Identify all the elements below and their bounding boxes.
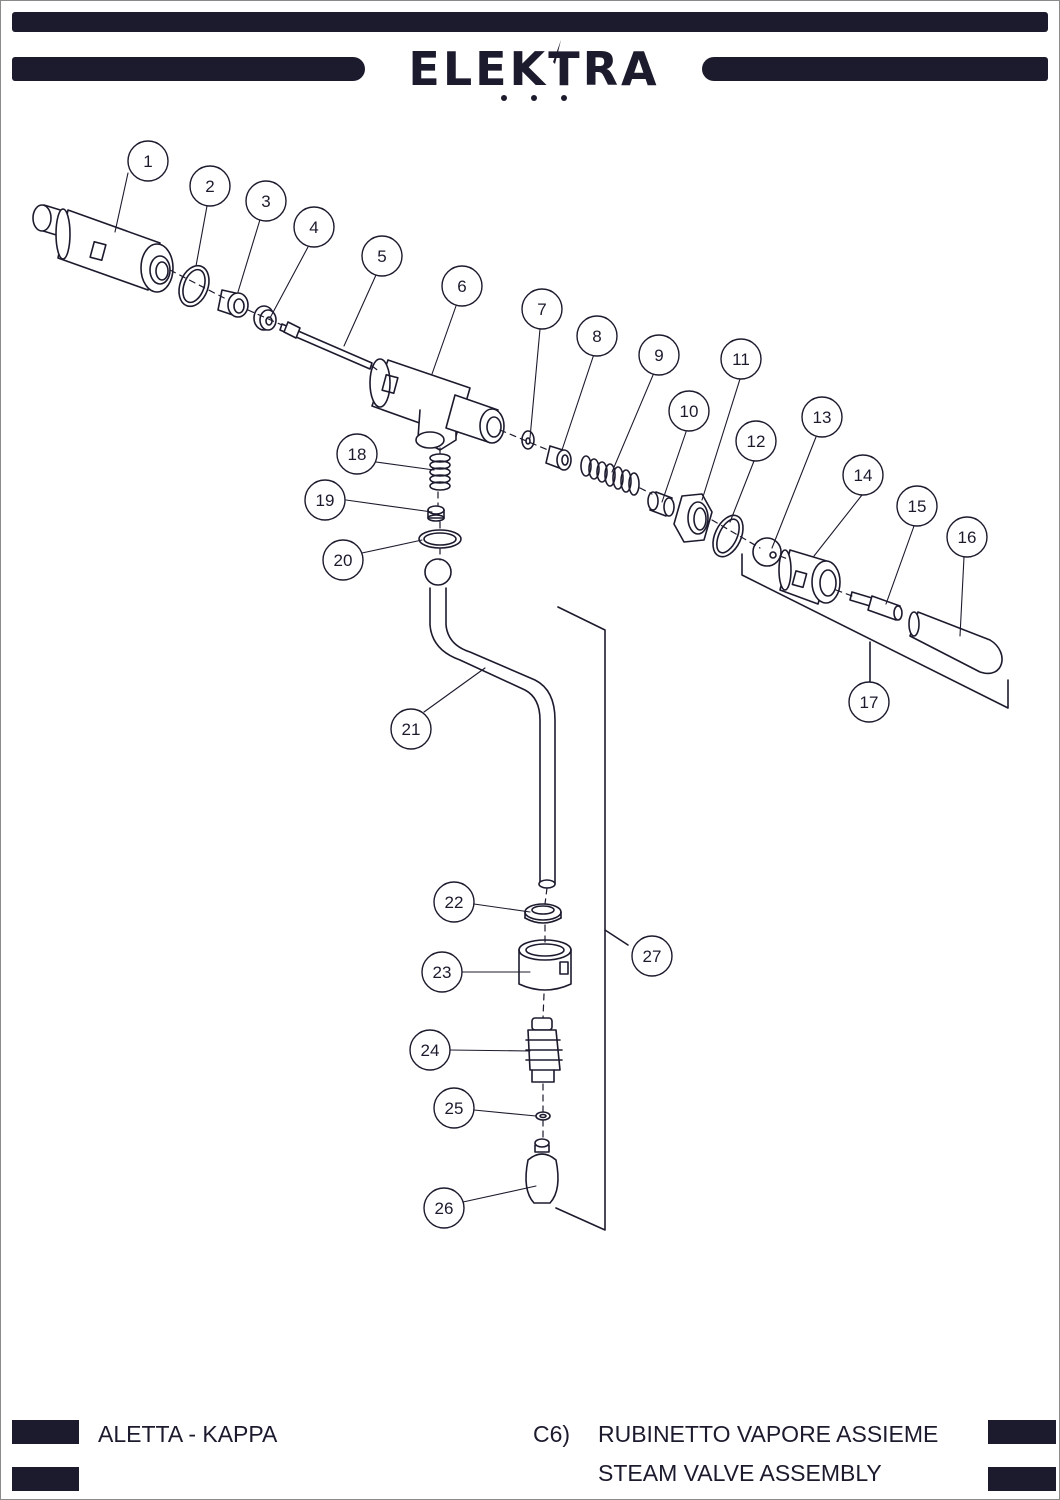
- callout-label-26: 26: [435, 1199, 454, 1218]
- callout-circle-5: [361, 235, 403, 277]
- callout-circle-21: [390, 708, 432, 750]
- callout-circle-2: [189, 165, 231, 207]
- callout-label-14: 14: [854, 466, 873, 485]
- callout-label-21: 21: [402, 720, 421, 739]
- callout-label-20: 20: [334, 551, 353, 570]
- callout-label-4: 4: [309, 218, 318, 237]
- callout-circle-17: [848, 681, 890, 723]
- title-english: STEAM VALVE ASSEMBLY: [598, 1460, 882, 1486]
- footer-right-bar-top: [988, 1420, 1056, 1444]
- part-18-spring: [429, 453, 451, 491]
- callout-label-11: 11: [732, 350, 750, 369]
- brand-logo: ELEKTRA: [383, 40, 685, 110]
- callout-label-7: 7: [537, 300, 546, 319]
- callout-label-3: 3: [261, 192, 270, 211]
- callout-label-22: 22: [445, 893, 464, 912]
- callout-label-25: 25: [445, 1099, 464, 1118]
- callout-circle-22: [433, 881, 475, 923]
- title-italian: RUBINETTO VAPORE ASSIEME: [598, 1421, 939, 1447]
- callout-circle-12: [735, 420, 777, 462]
- section-code: C6): [533, 1421, 571, 1447]
- footer-left-bar-bottom: [12, 1467, 79, 1491]
- callout-label-19: 19: [316, 491, 335, 510]
- callout-circle-14: [842, 454, 884, 496]
- callout-circle-7: [521, 288, 563, 330]
- callout-label-27: 27: [643, 947, 662, 966]
- footer-right-bar-bottom: [988, 1467, 1056, 1491]
- part-6-valve-body: [369, 358, 505, 451]
- header-top-bar: [12, 12, 1048, 32]
- callout-circle-4: [293, 206, 335, 248]
- callout-circle-10: [668, 390, 710, 432]
- callout-label-1: 1: [143, 152, 152, 171]
- callout-circle-13: [801, 396, 843, 438]
- footer-left-bar-top: [12, 1420, 79, 1444]
- callout-label-9: 9: [654, 346, 663, 365]
- callout-circle-3: [245, 180, 287, 222]
- callout-label-13: 13: [813, 408, 832, 427]
- callout-circle-26: [423, 1187, 465, 1229]
- callout-circle-27: [631, 935, 673, 977]
- callout-label-8: 8: [592, 327, 601, 346]
- callout-circle-18: [336, 433, 378, 475]
- callout-circle-9: [638, 334, 680, 376]
- part-1-body: [32, 204, 174, 293]
- callout-circle-1: [127, 140, 169, 182]
- callout-label-23: 23: [433, 963, 452, 982]
- callout-label-24: 24: [421, 1041, 440, 1060]
- callout-label-12: 12: [747, 432, 766, 451]
- part-9-spring: [580, 455, 640, 496]
- callout-label-10: 10: [680, 402, 699, 421]
- callout-circle-20: [322, 539, 364, 581]
- header-left-bar: [12, 57, 365, 81]
- callout-circle-25: [433, 1087, 475, 1129]
- callout-label-2: 2: [205, 177, 214, 196]
- callout-label-18: 18: [348, 445, 367, 464]
- callout-circle-16: [946, 516, 988, 558]
- callout-circle-15: [896, 485, 938, 527]
- callout-circle-19: [304, 479, 346, 521]
- callout-circle-23: [421, 951, 463, 993]
- brand-logo-text: ELEKTRA: [408, 42, 660, 96]
- header-right-bar: [702, 57, 1048, 81]
- callout-label-6: 6: [457, 277, 466, 296]
- callout-label-15: 15: [908, 497, 927, 516]
- callout-circle-11: [720, 338, 762, 380]
- callout-label-17: 17: [860, 693, 879, 712]
- logo-dots-icon: [501, 40, 567, 101]
- model-name: ALETTA - KAPPA: [98, 1421, 278, 1447]
- callout-label-16: 16: [958, 528, 977, 547]
- callout-circle-24: [409, 1029, 451, 1071]
- callout-circle-6: [441, 265, 483, 307]
- callout-label-5: 5: [377, 247, 386, 266]
- callout-circle-8: [576, 315, 618, 357]
